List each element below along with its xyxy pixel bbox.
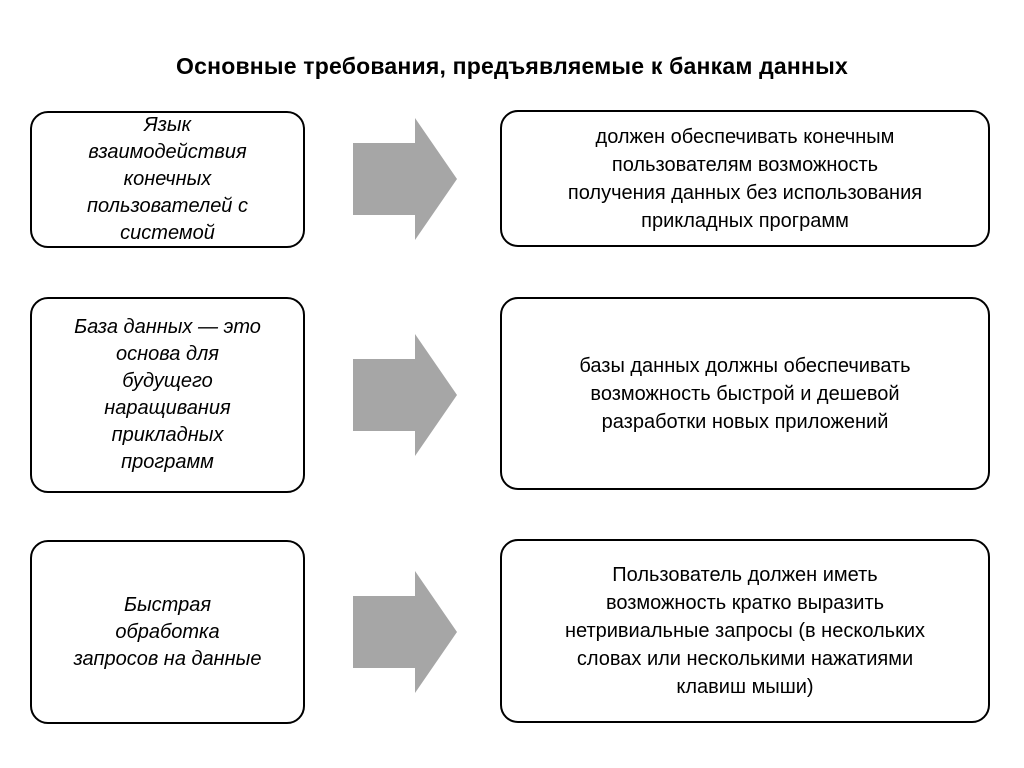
requirement-box-2: База данных — это основа для будущего на… [30, 297, 305, 493]
requirement-box-2-text: База данных — это основа для будущего на… [74, 316, 261, 473]
description-box-1-text: должен обеспечивать конечным пользовател… [567, 125, 923, 232]
description-box-3-text: Пользователь должен иметь возможность кр… [564, 564, 926, 698]
description-box-2-text: базы данных должны обеспечивать возможно… [579, 354, 911, 433]
description-box-2: базы данных должны обеспечивать возможно… [500, 297, 990, 490]
right-arrow-icon [353, 334, 457, 456]
description-box-1: должен обеспечивать конечным пользовател… [500, 110, 990, 247]
right-arrow-icon [353, 118, 457, 240]
slide-title: Основные требования, предъявляемые к бан… [176, 53, 848, 79]
requirement-box-3-text: Быстрая обработка запросов на данные [73, 593, 262, 670]
requirement-box-1: Язык взаимодействия конечных пользовател… [30, 111, 305, 248]
right-arrow-icon [353, 571, 457, 693]
description-box-3: Пользователь должен иметь возможность кр… [500, 539, 990, 723]
requirement-box-1-text: Язык взаимодействия конечных пользовател… [86, 114, 248, 244]
requirement-box-3: Быстрая обработка запросов на данные [30, 540, 305, 724]
